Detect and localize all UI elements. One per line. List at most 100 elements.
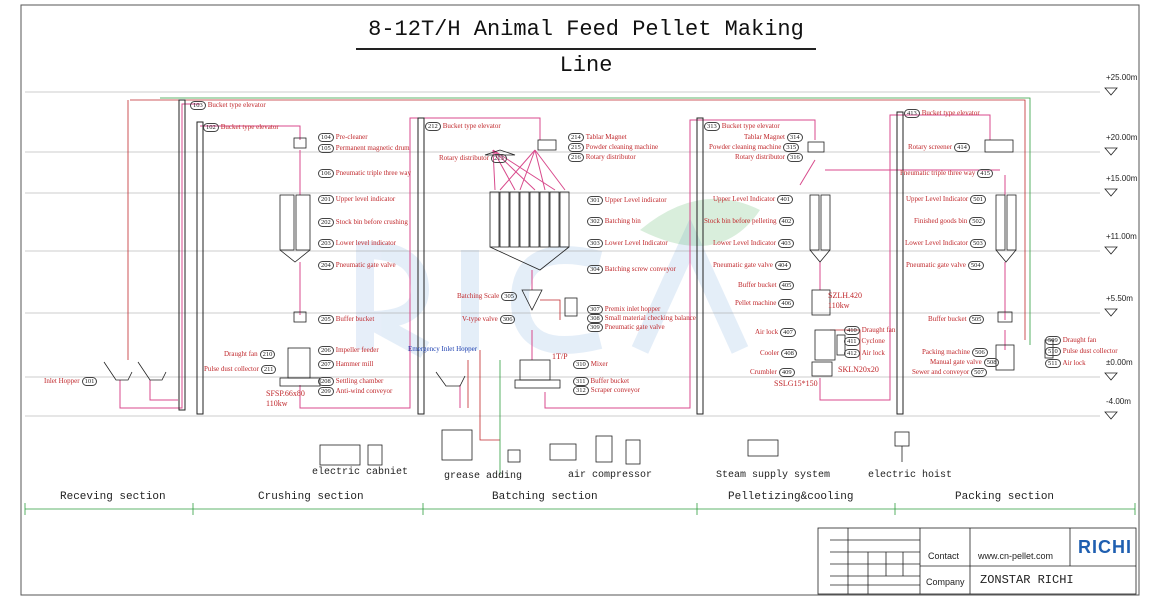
emergency-hopper-label: Emergency Inlet Hopper — [408, 345, 478, 353]
crushing-bins — [279, 137, 321, 387]
section-label: Pelletizing&cooling — [728, 491, 854, 503]
section-label: Batching section — [492, 491, 598, 503]
aux-label: electric cabniet — [312, 467, 409, 478]
model-label: 1T/P — [552, 352, 568, 361]
level-label: +11.00m — [1106, 232, 1137, 241]
level-markers — [1104, 87, 1118, 420]
material-flow-lines — [119, 103, 1006, 409]
level-label: +25.00m — [1106, 73, 1138, 82]
level-lines — [25, 91, 1100, 417]
batching-bins — [484, 139, 578, 389]
title-block — [817, 527, 1137, 595]
section-dimension-line — [24, 503, 1136, 515]
model-label: 110kw — [828, 301, 850, 310]
model-label: SKLN20x20 — [838, 365, 879, 374]
green-flow-lines — [160, 97, 1031, 475]
model-label: SZLH.420 — [828, 291, 862, 300]
red-flow-lines — [127, 99, 1026, 441]
aux-label: grease adding — [444, 471, 523, 482]
model-label: SFSP.66x80 — [266, 389, 305, 398]
aux-label: air compressor — [568, 470, 653, 481]
model-label: SSLG15*150 — [774, 379, 818, 388]
contact-value: www.cn-pellet.com — [978, 551, 1054, 561]
level-label: +15.00m — [1106, 174, 1138, 183]
watermark-logo — [356, 218, 749, 358]
section-label: Crushing section — [258, 491, 364, 503]
page-title: 8-12T/H Animal Feed Pellet Making Line — [356, 12, 816, 78]
pelletizing-bins — [807, 141, 846, 377]
richi-logo: RICHI — [1078, 537, 1132, 557]
inlet-hoppers — [103, 361, 466, 387]
company-value: ZONSTAR RICHI — [980, 573, 1074, 587]
packing-bins — [984, 139, 1054, 371]
aux-label: Steam supply system — [716, 470, 831, 481]
section-label: Receving section — [60, 491, 166, 503]
level-label: +5.50m — [1106, 294, 1133, 303]
company-label: Company — [926, 577, 965, 587]
aux-label: electric hoist — [868, 470, 953, 481]
bucket-elevators — [178, 99, 904, 415]
model-label: 110kw — [266, 399, 288, 408]
aux-icons — [319, 429, 910, 466]
drawing-frame — [20, 4, 1140, 596]
watermark-leaf — [640, 198, 760, 246]
